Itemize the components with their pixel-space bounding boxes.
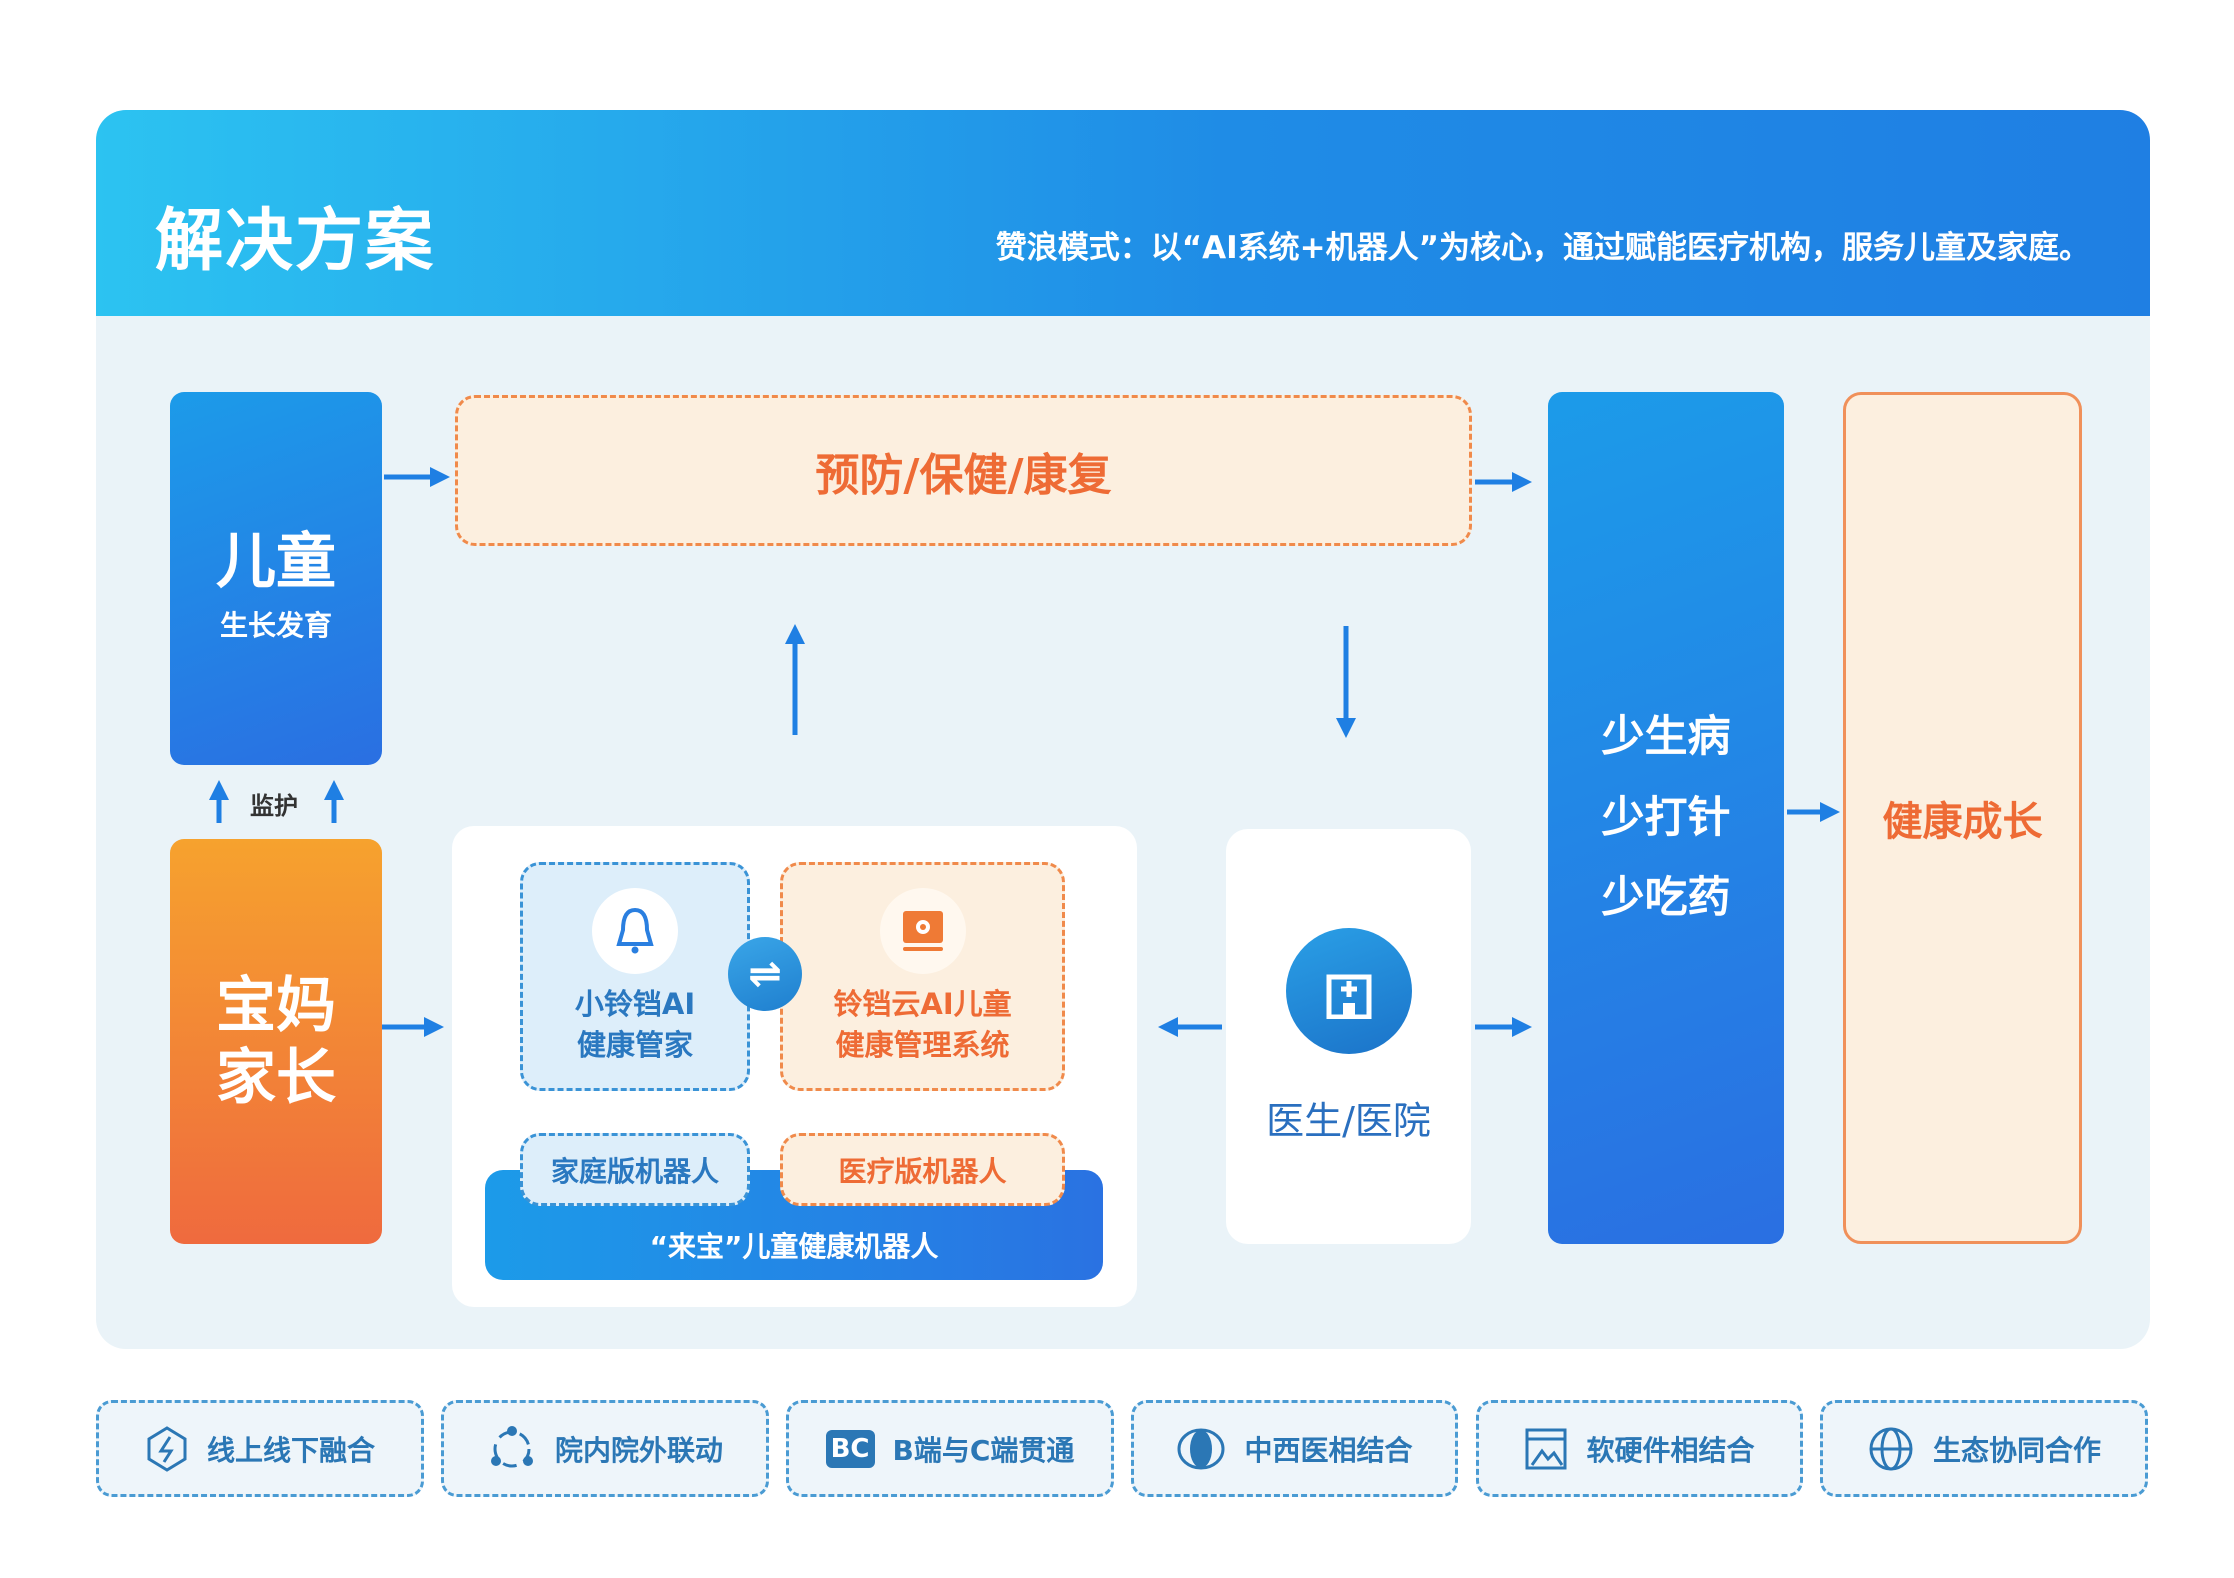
- doctor-label: 医生/医院: [1266, 1099, 1431, 1143]
- diamond-link-icon: [147, 1425, 187, 1472]
- feature-label: 线上线下融合: [206, 1433, 375, 1467]
- feature-label: B端与C端贯通: [892, 1433, 1075, 1467]
- cloud-system-box: 铃铛云AI儿童 健康管理系统: [780, 862, 1065, 1091]
- feature-label: 软硬件相结合: [1586, 1433, 1755, 1467]
- robot-bar-label: “来宝”儿童健康机器人: [649, 1230, 939, 1263]
- bell-icon: [592, 887, 678, 974]
- doctor-box: 医生/医院: [1226, 829, 1471, 1244]
- monitor-label: 监护: [250, 792, 298, 820]
- feature-b2c: BC B端与C端贯通: [786, 1400, 1114, 1497]
- swap-icon: ⇌: [728, 937, 802, 1011]
- xiaolingdang-box: 小铃铛AI 健康管家: [520, 862, 750, 1091]
- yin-yang-icon: [1177, 1428, 1225, 1469]
- outcome-item: 少打针: [1601, 792, 1731, 843]
- parent-line2: 家长: [216, 1042, 336, 1113]
- globe-icon: [1869, 1427, 1913, 1470]
- cycle-nodes-icon: [490, 1425, 533, 1467]
- home-robot-box: 家庭版机器人: [520, 1133, 750, 1206]
- home-robot-label: 家庭版机器人: [550, 1154, 719, 1188]
- cloud-system-line1: 铃铛云AI儿童: [833, 986, 1012, 1021]
- result-box: 健康成长: [1843, 392, 2082, 1244]
- xiaolingdang-line1: 小铃铛AI: [574, 986, 696, 1021]
- prevention-label: 预防/保健/康复: [815, 449, 1112, 501]
- hospital-icon: [1285, 928, 1412, 1054]
- header-banner: [96, 110, 2150, 316]
- feature-label: 院内院外联动: [554, 1433, 723, 1467]
- feature-hospital-linkage: 院内院外联动: [441, 1400, 769, 1497]
- feature-ecosystem: 生态协同合作: [1820, 1400, 2148, 1497]
- child-title: 儿童: [216, 527, 336, 597]
- outcomes-box: 少生病 少打针 少吃药: [1548, 392, 1784, 1244]
- feature-online-offline: 线上线下融合: [96, 1400, 424, 1497]
- feature-label: 生态协同合作: [1932, 1433, 2101, 1467]
- page-subtitle: 赞浪模式：以“AI系统+机器人”为核心，通过赋能医疗机构，服务儿童及家庭。: [995, 230, 2090, 266]
- prevention-box: 预防/保健/康复: [455, 395, 1472, 546]
- parent-box: 宝妈 家长: [170, 839, 382, 1244]
- outcome-item: 少生病: [1601, 711, 1731, 762]
- child-box: 儿童 生长发育: [170, 392, 382, 765]
- child-subtitle: 生长发育: [219, 609, 332, 642]
- outcome-item: 少吃药: [1601, 873, 1731, 924]
- parent-line1: 宝妈: [216, 970, 336, 1041]
- medical-robot-label: 医疗版机器人: [838, 1154, 1007, 1188]
- medical-robot-box: 医疗版机器人: [780, 1133, 1065, 1206]
- arrows-layer: [209, 467, 1840, 1129]
- feature-tcm-western: 中西医相结合: [1131, 1400, 1458, 1497]
- screen-icon: [1525, 1428, 1567, 1469]
- cloud-system-line2: 健康管理系统: [835, 1027, 1010, 1062]
- xiaolingdang-line2: 健康管家: [576, 1027, 693, 1062]
- result-label: 健康成长: [1882, 799, 2043, 845]
- settings-screen-icon: [879, 887, 966, 974]
- feature-software-hardware: 软硬件相结合: [1476, 1400, 1803, 1497]
- bc-icon: BC: [825, 1429, 875, 1468]
- page-title: 解决方案: [155, 202, 436, 281]
- feature-label: 中西医相结合: [1244, 1433, 1413, 1467]
